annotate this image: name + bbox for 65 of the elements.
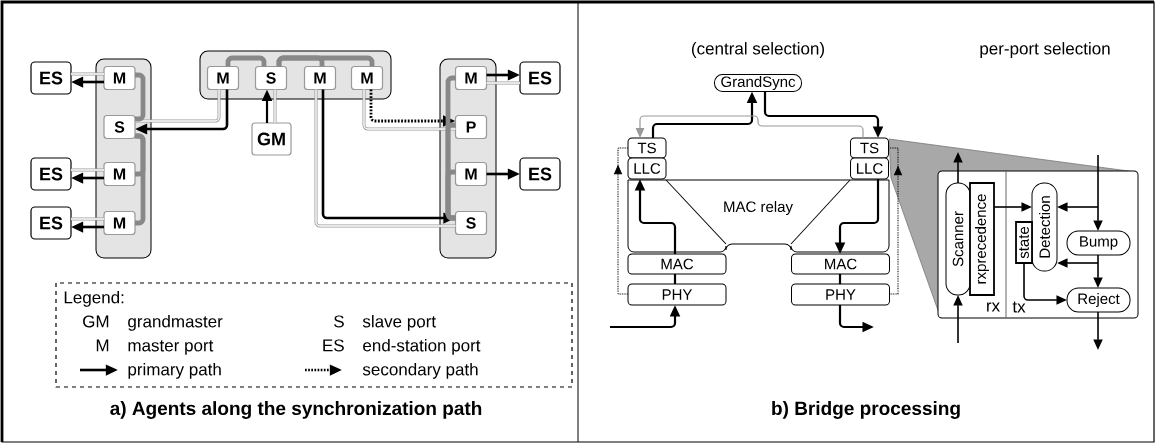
connector-line [276, 55, 375, 67]
end-station-box: ES [30, 157, 72, 191]
port-box: M [350, 65, 384, 91]
process-box: Scanner [945, 182, 971, 296]
port-box: M [103, 210, 136, 236]
connector-line [70, 72, 105, 76]
legend-text: grandmaster [128, 314, 223, 331]
legend-key: M [96, 339, 109, 352]
layer-box: TS [850, 137, 889, 159]
grandmaster-box: GM [251, 122, 292, 156]
connector-line [70, 217, 105, 221]
legend-text: primary path [128, 362, 221, 379]
connector-line [135, 133, 146, 226]
section-heading: per-port selection [980, 42, 1110, 58]
connector-line [273, 88, 277, 124]
port-box: S [103, 114, 136, 140]
connector-line [135, 72, 146, 122]
legend-text: slave port [362, 314, 436, 331]
caption: b) Bridge processing [772, 401, 960, 419]
end-station-box: ES [519, 61, 561, 95]
connector-line [134, 88, 221, 123]
port-box: M [206, 65, 240, 91]
layer-box: MAC [627, 253, 727, 275]
connector-line [673, 274, 677, 284]
port-box: P [454, 114, 488, 140]
port-box: M [454, 65, 488, 91]
legend-key: ES [323, 339, 344, 352]
connector-line [485, 81, 521, 85]
layer-box: MAC [791, 253, 890, 275]
legend-key: S [334, 315, 344, 328]
layer-box: TS [627, 137, 667, 159]
end-station-box: ES [519, 157, 561, 191]
caption: a) Agents along the synchronization path [110, 401, 482, 419]
port-box: S [254, 65, 288, 91]
process-box: Bump [1066, 230, 1131, 256]
port-box: M [303, 65, 337, 91]
section-heading: (central selection) [692, 42, 824, 58]
port-box: M [103, 65, 136, 91]
end-station-box: ES [30, 206, 72, 240]
layer-box: PHY [627, 283, 727, 306]
connector-line [70, 168, 105, 172]
arrow [889, 147, 902, 295]
legend-key: GM [83, 315, 109, 328]
arrow [614, 147, 629, 295]
process-box: GrandSync [714, 74, 802, 92]
legend-text: master port [128, 340, 214, 355]
legend-text: end-station port [363, 338, 481, 355]
layer-box: LLC [850, 157, 889, 180]
relay-label: MAC relay [724, 201, 793, 215]
layer-box: PHY [791, 283, 890, 306]
legend-text: secondary path [362, 362, 478, 379]
port-box: M [454, 161, 488, 187]
layer-box: LLC [627, 157, 667, 180]
register-box: state [1015, 221, 1033, 264]
connector-line [362, 88, 457, 131]
legend-heading: Legend: [64, 290, 124, 307]
register-box: rxprecedence [969, 182, 995, 296]
port-box: M [103, 161, 136, 187]
connector-line [225, 55, 267, 67]
connector-line [838, 274, 842, 284]
process-box: Reject [1066, 287, 1131, 313]
arrow [635, 115, 864, 139]
port-box: S [454, 210, 488, 236]
connector-line [445, 169, 456, 221]
end-station-box: ES [30, 61, 72, 95]
